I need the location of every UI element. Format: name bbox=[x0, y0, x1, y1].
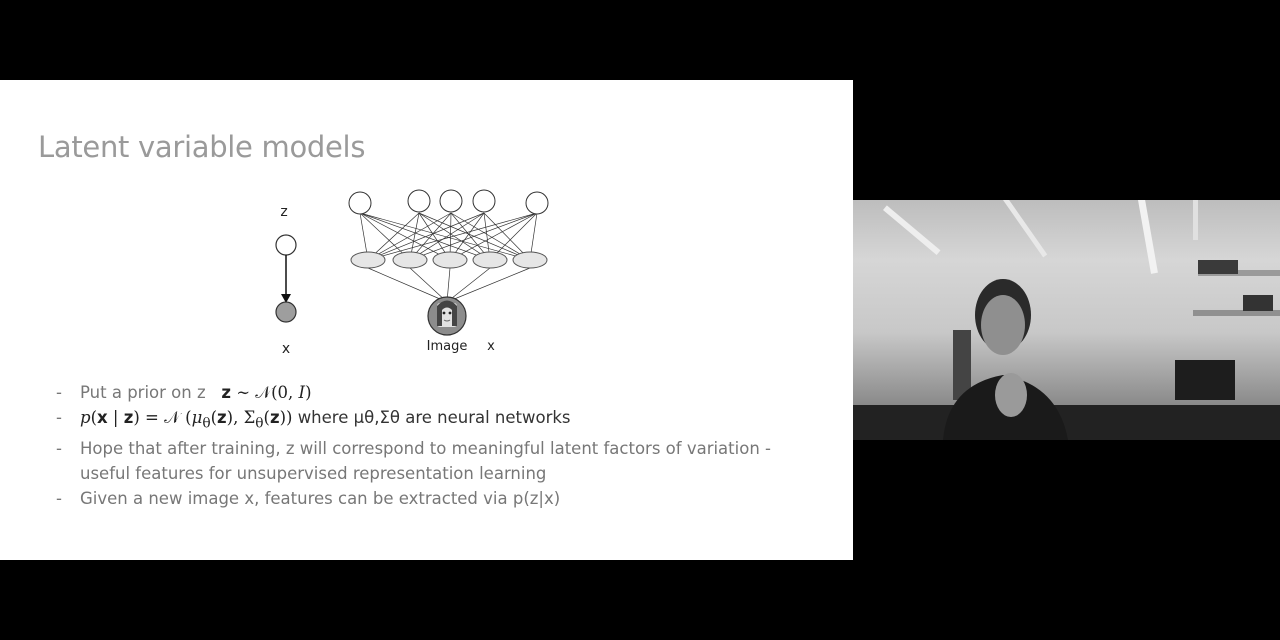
neural-network bbox=[359, 212, 538, 303]
z-label: z bbox=[280, 204, 287, 220]
bullet-extract-text: Given a new image x, features can be ext… bbox=[80, 489, 561, 509]
latent-model-diagram: z x Image x bbox=[275, 189, 549, 357]
bullet-list: Put a prior on z z ∼ 𝒩(0, I) p(x | z) = … bbox=[52, 380, 812, 511]
bullet-hope-text: Hope that after training, z will corresp… bbox=[80, 439, 771, 484]
hidden-layer bbox=[350, 251, 548, 269]
x-node bbox=[275, 301, 297, 323]
webcam-scene bbox=[853, 200, 1280, 440]
bullet-extract: Given a new image x, features can be ext… bbox=[52, 486, 812, 511]
bullet-prior: Put a prior on z z ∼ 𝒩(0, I) bbox=[52, 380, 812, 405]
bullet-likelihood-text: where μθ,Σθ are neural networks bbox=[297, 408, 571, 427]
image-label: Image bbox=[427, 339, 468, 354]
bullet-hope: Hope that after training, z will corresp… bbox=[52, 436, 812, 486]
z-node bbox=[275, 234, 297, 256]
prior-formula: z ∼ 𝒩(0, I) bbox=[221, 383, 312, 402]
slide-title: Latent variable models bbox=[38, 130, 366, 164]
webcam-video bbox=[853, 200, 1280, 440]
input-layer bbox=[348, 189, 549, 215]
bullet-likelihood: p(x | z) = 𝒩 (μθ(z), Σθ(z)) where μθ,Σθ … bbox=[52, 405, 812, 436]
image-x-label: x bbox=[487, 339, 495, 354]
arrow-head-icon bbox=[281, 294, 291, 303]
x-label: x bbox=[282, 341, 290, 357]
face-image-icon bbox=[427, 296, 467, 336]
bullet-prior-text: Put a prior on z bbox=[80, 383, 206, 402]
likelihood-formula: p(x | z) = 𝒩 (μθ(z), Σθ(z)) bbox=[80, 408, 293, 432]
